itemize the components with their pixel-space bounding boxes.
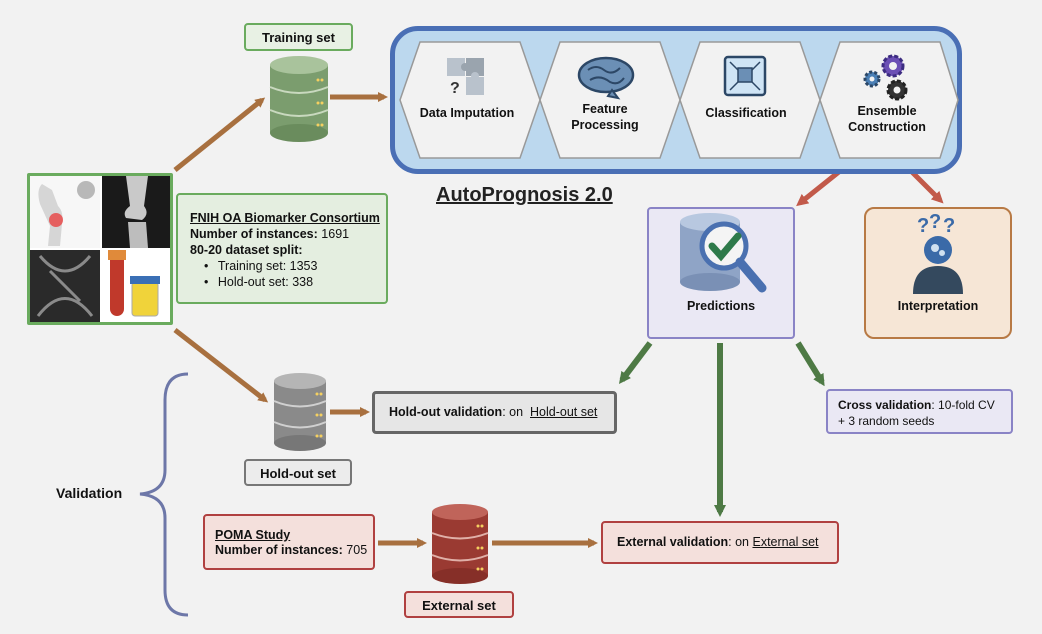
external-set-label: External set — [404, 591, 514, 618]
svg-text:?: ? — [929, 211, 941, 233]
arrow-to-training — [173, 97, 266, 172]
hex-data-imputation — [399, 41, 541, 159]
holdout-validation-box: Hold-out validation: on Hold-out set — [372, 391, 617, 434]
fnih-split-item: • Training set: 1353 — [204, 259, 318, 273]
check-icon — [708, 232, 742, 262]
svg-text:?: ? — [450, 80, 460, 97]
validation-brace — [139, 372, 189, 617]
urine-cup-icon — [131, 281, 159, 317]
svg-text:?: ? — [917, 215, 929, 237]
fnih-instances: Number of instances: 1691 — [190, 227, 350, 241]
validation-label: Validation — [56, 485, 123, 501]
arrow-to-holdout — [173, 328, 269, 403]
poma-instances: Number of instances: 705 — [215, 543, 368, 557]
holdout-database-icon — [273, 373, 327, 451]
poma-title: POMA Study — [215, 528, 291, 542]
interpretation-label: Interpretation — [897, 299, 979, 313]
holdout-set-label: Hold-out set — [244, 459, 352, 486]
arrow-pred-to-cross — [795, 341, 825, 387]
knee-figure-icon — [38, 184, 63, 246]
fnih-split-item: • Hold-out set: 338 — [204, 275, 314, 289]
fnih-title: FNIH OA Biomarker Consortium — [190, 211, 380, 225]
training-set-label: Training set — [244, 23, 353, 51]
knee-pain-icon — [49, 213, 63, 227]
gears-icon — [863, 54, 908, 101]
external-validation-box: External validation: on External set — [601, 521, 839, 564]
step-feature-processing: Feature Processing — [571, 102, 639, 132]
hex-classification — [679, 41, 821, 159]
puzzle-icon: ? — [447, 58, 484, 97]
hex-feature-processing — [539, 41, 681, 159]
arrow-pred-to-holdout — [618, 341, 653, 384]
predictions-label: Predictions — [686, 299, 756, 313]
pipeline-title: AutoPrognosis 2.0 — [436, 184, 613, 206]
circuit-icon — [723, 55, 767, 97]
fnih-split: 80-20 dataset split: — [190, 243, 303, 257]
medical-images — [30, 176, 170, 322]
step-ensemble-construction: Ensemble Construction — [848, 104, 926, 134]
fnih-info-box: FNIH OA Biomarker Consortium Number of i… — [176, 193, 388, 304]
holdout-set-link: Hold-out set — [530, 405, 598, 419]
external-database-icon — [431, 504, 489, 584]
blood-tube-icon — [110, 250, 124, 316]
predictions-icon — [680, 213, 767, 293]
training-database-icon — [269, 56, 329, 142]
svg-text:?: ? — [943, 215, 955, 237]
brain-icon — [577, 56, 635, 100]
interpretation-icon: ? ? ? — [913, 211, 963, 294]
poma-info-box: POMA Study Number of instances: 705 — [203, 514, 375, 570]
cross-validation-box: Cross validation: 10-fold CV + 3 random … — [826, 389, 1013, 434]
person-body-icon — [913, 266, 963, 294]
external-set-link: External set — [752, 535, 819, 549]
head-icon — [77, 181, 95, 199]
step-classification: Classification — [705, 106, 787, 120]
step-data-imputation: Data Imputation — [419, 106, 515, 120]
hex-ensemble — [819, 41, 959, 159]
